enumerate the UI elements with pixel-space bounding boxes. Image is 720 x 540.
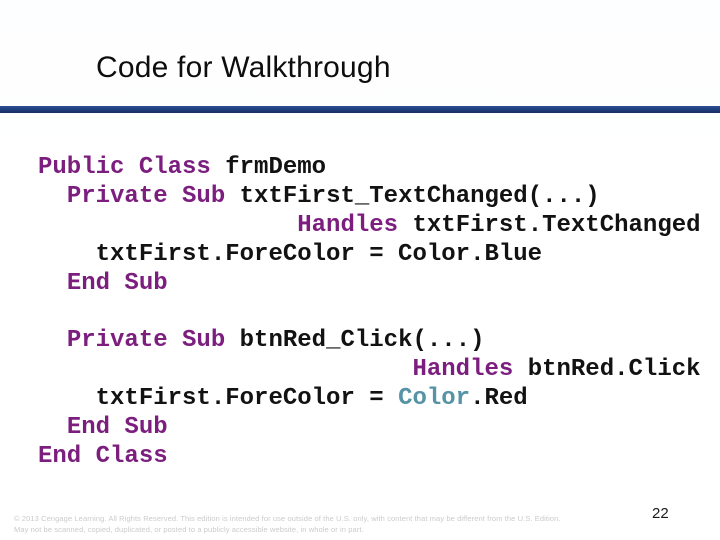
copyright-text: © 2013 Cengage Learning. All Rights Rese…: [14, 514, 614, 535]
code-keyword: Handles: [297, 212, 399, 239]
code-line: Handles btnRed.Click: [38, 355, 701, 384]
slide-title: Code for Walkthrough: [96, 51, 391, 84]
code-text: [38, 212, 297, 239]
code-text: [38, 183, 67, 210]
code-text: [38, 270, 67, 297]
code-text: [38, 356, 412, 383]
code-line: txtFirst.ForeColor = Color.Blue: [38, 240, 701, 269]
code-line: Handles txtFirst.TextChanged: [38, 211, 701, 240]
code-block: Public Class frmDemo Private Sub txtFirs…: [38, 153, 701, 471]
code-text: .Red: [470, 385, 528, 412]
code-text: txtFirst.TextChanged: [398, 212, 701, 239]
code-line: txtFirst.ForeColor = Color.Red: [38, 384, 701, 413]
code-text: [38, 414, 67, 441]
code-line: End Sub: [38, 269, 701, 298]
code-line: Private Sub btnRed_Click(...): [38, 326, 701, 355]
code-line: End Class: [38, 442, 701, 471]
copyright-line-1: © 2013 Cengage Learning. All Rights Rese…: [14, 514, 561, 523]
code-group: Private Sub btnRed_Click(...) Handles bt…: [38, 326, 701, 471]
page-number: 22: [652, 505, 669, 522]
code-line: Public Class frmDemo: [38, 153, 701, 182]
code-text: txtFirst_TextChanged(...): [225, 183, 600, 210]
code-type-name: Color: [398, 385, 471, 412]
code-keyword: End Sub: [66, 270, 168, 297]
code-text: frmDemo: [210, 154, 327, 181]
code-text: btnRed.Click: [513, 356, 701, 383]
code-keyword: End Sub: [66, 414, 168, 441]
code-text: txtFirst.ForeColor = Color.Blue: [38, 241, 543, 268]
title-divider-bar: [0, 106, 720, 113]
code-keyword: End Class: [38, 443, 168, 470]
code-group: Public Class frmDemo Private Sub txtFirs…: [38, 153, 701, 298]
code-line: Private Sub txtFirst_TextChanged(...): [38, 182, 701, 211]
copyright-line-2: May not be scanned, copied, duplicated, …: [14, 524, 364, 534]
code-text: txtFirst.ForeColor =: [38, 385, 399, 412]
code-line: End Sub: [38, 413, 701, 442]
code-keyword: Public Class: [38, 154, 211, 181]
code-text: [38, 327, 67, 354]
code-keyword: Private Sub: [66, 183, 226, 210]
code-text: btnRed_Click(...): [225, 327, 485, 354]
code-keyword: Handles: [412, 356, 514, 383]
code-keyword: Private Sub: [66, 327, 226, 354]
